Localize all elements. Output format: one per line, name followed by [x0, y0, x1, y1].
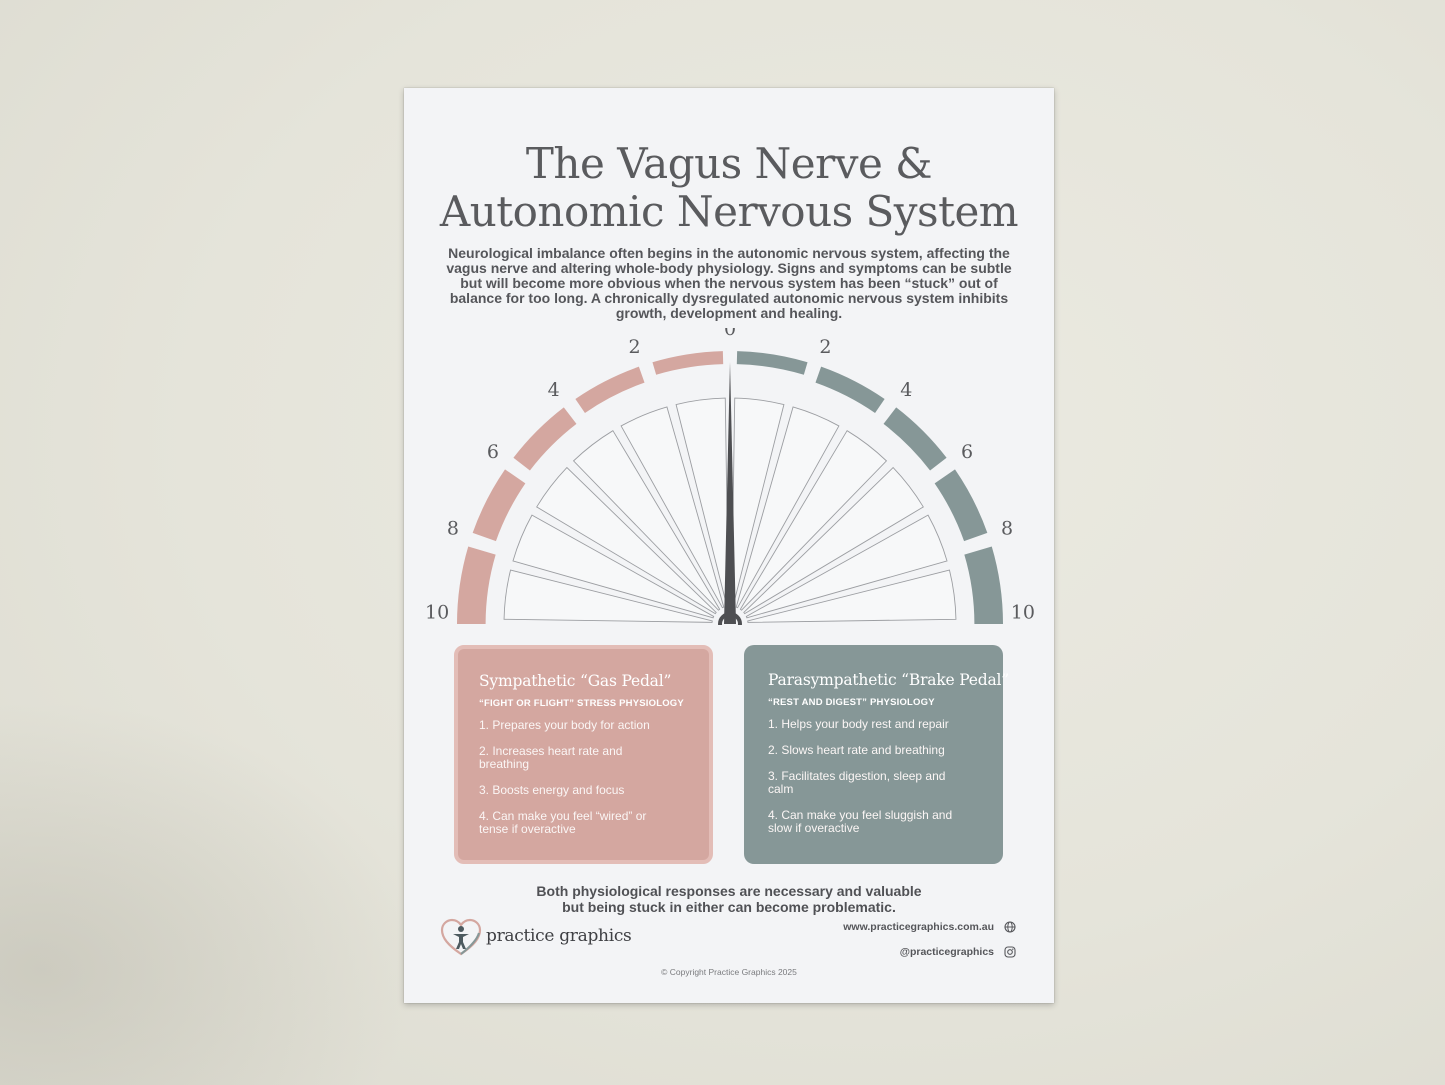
gauge-segment-left-5: [457, 546, 496, 624]
gauge-label-right-8: 8: [1001, 518, 1013, 540]
gauge-arc: [457, 351, 1003, 624]
gauge-wedge-5: [735, 406, 840, 609]
gauge-segment-left-2: [575, 366, 645, 413]
gauge-labels: 0 2 4 6 8 10 2 4 6 8 10: [425, 328, 1035, 623]
intro-paragraph: Neurological imbalance often begins in t…: [446, 245, 1012, 321]
gauge-label-right-4: 4: [900, 379, 912, 401]
sympathetic-list: 1. Prepares your body for action 2. Incr…: [479, 719, 689, 836]
list-item: 4. Can make you feel sluggish and slow i…: [768, 808, 953, 835]
gauge-wedge-11: [512, 514, 715, 619]
list-item: 4. Can make you feel “wired” or tense if…: [479, 809, 647, 836]
sympathetic-title: Sympathetic “Gas Pedal”: [479, 672, 672, 690]
closing-line-1: Both physiological responses are necessa…: [536, 883, 922, 899]
gauge-wedge-1: [747, 569, 957, 623]
gauge-label-right-6: 6: [961, 441, 973, 463]
copyright-notice: © Copyright Practice Graphics 2025: [661, 967, 797, 977]
parasympathetic-title: Parasympathetic “Brake Pedal”: [768, 671, 1009, 689]
social-handle[interactable]: @practicegraphics: [899, 946, 994, 958]
gauge-wedge-7: [675, 397, 729, 607]
gauge-label-right-2: 2: [819, 336, 831, 358]
list-item: 1. Prepares your body for action: [479, 718, 650, 732]
gauge-needle: [714, 362, 746, 638]
poster: The Vagus Nerve & Autonomic Nervous Syst…: [404, 88, 1054, 1003]
gauge-wedge-3: [743, 466, 924, 615]
globe-icon: [1004, 921, 1016, 933]
gauge-segment-right-1: [736, 351, 808, 375]
social-row[interactable]: @practicegraphics: [756, 946, 1016, 958]
sympathetic-subtitle: “FIGHT OR FLIGHT” STRESS PHYSIOLOGY: [479, 698, 684, 709]
gauge-wedge-10: [536, 466, 717, 615]
list-item: 1. Helps your body rest and repair: [768, 717, 949, 731]
gauge-segment-right-3: [883, 407, 947, 471]
needle-hub-mask: [714, 625, 746, 638]
gauge-label-left-4: 4: [548, 379, 560, 401]
gauge-label-left-2: 2: [629, 336, 641, 358]
gauge: 0 2 4 6 8 10 2 4 6 8 10: [425, 328, 1035, 638]
gauge-wedge-4: [739, 430, 888, 611]
list-item: 2. Slows heart rate and breathing: [768, 743, 945, 757]
brand-logo: practice graphics: [440, 918, 640, 958]
title-line-1: The Vagus Nerve &: [525, 139, 933, 188]
website-row[interactable]: www.practicegraphics.com.au: [756, 921, 1016, 933]
gauge-segment-right-4: [934, 469, 988, 542]
parasympathetic-card: Parasympathetic “Brake Pedal” “REST AND …: [744, 645, 1009, 864]
gauge-spokes: [503, 397, 957, 623]
gauge-wedge-9: [572, 430, 721, 611]
gauge-label-center: 0: [724, 328, 736, 340]
wall-shadow: [0, 700, 420, 1085]
gauge-label-left-8: 8: [447, 518, 459, 540]
gauge-label-right-10: 10: [1011, 601, 1035, 623]
brand-name: practice graphics: [486, 926, 632, 946]
gauge-label-left-6: 6: [487, 441, 499, 463]
title-line-2: Autonomic Nervous System: [439, 187, 1019, 236]
needle-pointer: [724, 362, 736, 624]
list-item: 2. Increases heart rate and breathing: [479, 744, 623, 771]
list-item: 3. Boosts energy and focus: [479, 783, 625, 797]
parasympathetic-list: 1. Helps your body rest and repair 2. Sl…: [768, 718, 979, 835]
instagram-icon: [1004, 946, 1016, 958]
parasympathetic-subtitle: “REST AND DIGEST” PHYSIOLOGY: [768, 697, 935, 708]
gauge-segment-right-5: [964, 546, 1003, 624]
gauge-label-left-10: 10: [425, 601, 449, 623]
gauge-wedge-12: [503, 569, 713, 623]
gauge-segment-left-4: [472, 469, 526, 542]
sympathetic-card: Sympathetic “Gas Pedal” “FIGHT OR FLIGHT…: [454, 645, 713, 864]
website-link[interactable]: www.practicegraphics.com.au: [843, 921, 994, 933]
gauge-wedge-2: [745, 514, 948, 619]
closing-statement: Both physiological responses are necessa…: [404, 883, 1054, 915]
gauge-segment-left-1: [652, 351, 724, 375]
gauge-wedge-8: [620, 406, 725, 609]
closing-line-2: but being stuck in either can become pro…: [562, 899, 896, 915]
gauge-segment-right-2: [815, 366, 885, 413]
list-item: 3. Facilitates digestion, sleep and calm: [768, 769, 946, 796]
page-title: The Vagus Nerve & Autonomic Nervous Syst…: [404, 140, 1054, 236]
heart-figure-logo-icon: [440, 918, 482, 956]
gauge-segment-left-3: [513, 407, 577, 471]
